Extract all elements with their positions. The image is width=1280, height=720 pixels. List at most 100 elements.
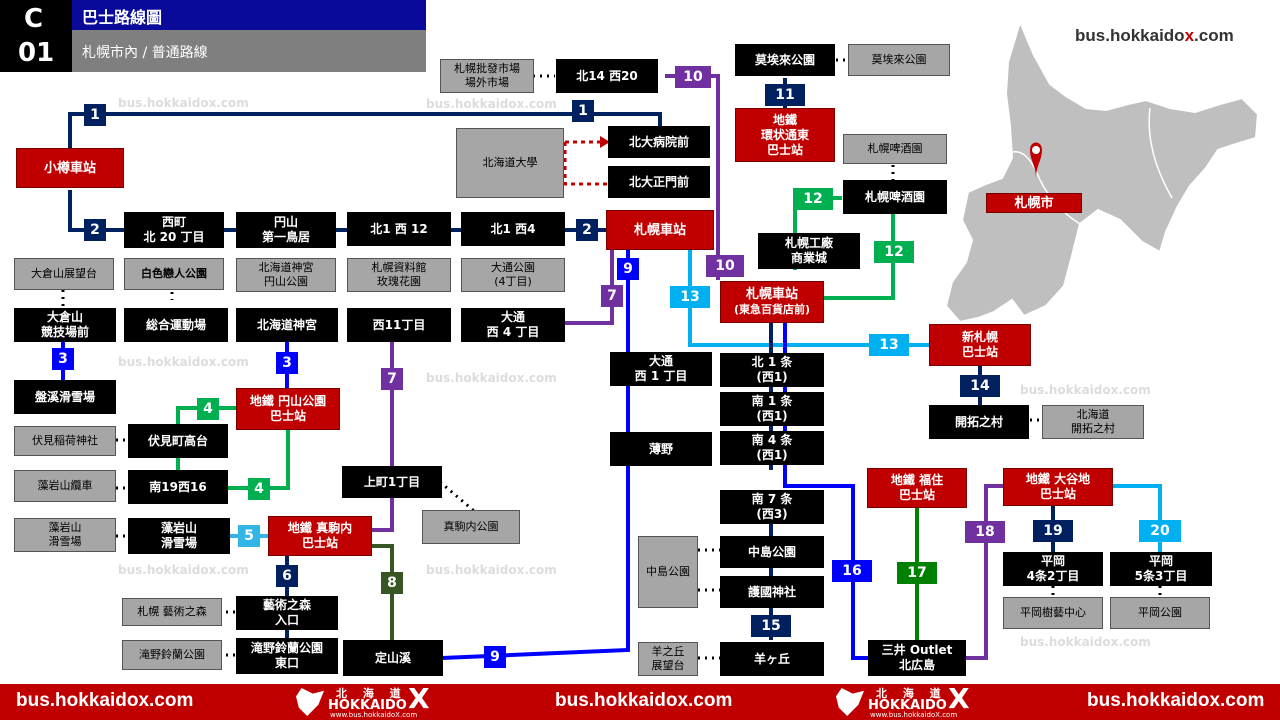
hokkaidox-logo[interactable]: 北 海 道 HOKKAIDO X www.bus.hokkaidoX.com	[836, 682, 1004, 720]
stop-art-forest-park[interactable]: 札幌 藝術之森	[122, 598, 222, 626]
route-badge-8[interactable]: 8	[381, 572, 403, 594]
route-badge-4[interactable]: 4	[248, 478, 270, 500]
stop-kita1-nishi4[interactable]: 北1 西4	[461, 212, 565, 246]
stop-moiwa-ropeway[interactable]: 藻岩山纜車	[14, 470, 116, 502]
stop-kita1-nishi12[interactable]: 北1 西 12	[347, 212, 451, 246]
stop-kamimachi[interactable]: 上町1丁目	[342, 466, 442, 498]
stop-sogo-undojo[interactable]: 総合運動場	[124, 308, 228, 342]
stop-fukuzumi[interactable]: 地鐵 福住 巴士站	[867, 468, 967, 508]
route-badge-2[interactable]: 2	[576, 219, 598, 241]
stop-hiraoka-jumoku[interactable]: 平岡樹藝中心	[1003, 597, 1103, 629]
stop-makomanai-subway[interactable]: 地鐵 真駒内 巴士站	[268, 516, 372, 556]
route-badge-15[interactable]: 15	[751, 615, 791, 637]
route-badge-14[interactable]: 14	[960, 375, 1000, 397]
stop-maruyama-daiichi[interactable]: 円山 第一鳥居	[236, 212, 336, 248]
stop-odori-koen[interactable]: 大通公園 (4丁目)	[461, 258, 565, 292]
stop-nishi11[interactable]: 西11丁目	[347, 308, 451, 342]
stop-hiraoka-park[interactable]: 平岡公園	[1110, 597, 1210, 629]
stop-odori-nishi4[interactable]: 大通 西 4 丁目	[461, 308, 565, 342]
stop-beer-museum[interactable]: 札幌啤酒園	[843, 134, 947, 164]
stop-kita1jo[interactable]: 北 1 条 (西1)	[720, 353, 824, 387]
route-badge-16[interactable]: 16	[832, 560, 872, 582]
stop-okurayama[interactable]: 大倉山 競技場前	[14, 308, 116, 342]
stop-takino-park[interactable]: 滝野鈴蘭公園	[122, 640, 222, 670]
stop-jozankei[interactable]: 定山溪	[343, 640, 443, 676]
stop-odori-nishi1[interactable]: 大通 西 1 丁目	[610, 352, 712, 386]
stop-fushimi-kodai[interactable]: 伏見町高台	[128, 424, 228, 458]
stop-minami1jo[interactable]: 南 1 条 (西1)	[720, 392, 824, 426]
route-badge-1[interactable]: 1	[572, 100, 594, 122]
route-badge-13[interactable]: 13	[869, 334, 909, 356]
footer-url[interactable]: bus.hokkaidox.com	[16, 690, 194, 711]
route-badge-1[interactable]: 1	[84, 104, 106, 126]
stop-nakajima-park[interactable]: 中島公園	[638, 536, 698, 608]
stop-okurayama-lookout[interactable]: 大倉山展望台	[14, 258, 114, 290]
stop-nishimachi[interactable]: 西町 北 20 丁目	[124, 212, 224, 248]
route-badge-10[interactable]: 10	[675, 66, 711, 88]
stop-shiroi-koibito[interactable]: 白色戀人公園	[124, 258, 224, 290]
stop-minami19[interactable]: 南19西16	[128, 470, 228, 504]
route-badge-7[interactable]: 7	[381, 368, 403, 390]
footer-url[interactable]: bus.hokkaidox.com	[1087, 690, 1265, 711]
route-badge-12[interactable]: 12	[793, 188, 833, 210]
route-badge-9[interactable]: 9	[484, 646, 506, 668]
stop-makomanai-park[interactable]: 真駒内公園	[422, 510, 520, 544]
stop-moerenuma[interactable]: 莫埃來公園	[735, 44, 835, 76]
stop-mitsui-outlet[interactable]: 三井 Outlet 北広島	[868, 640, 966, 676]
stop-takino[interactable]: 滝野鈴蘭公園 東口	[236, 638, 338, 674]
stop-art-forest[interactable]: 藝術之森 入口	[236, 596, 338, 630]
stop-beer-garden[interactable]: 札幌啤酒園	[843, 180, 947, 214]
route-badge-7[interactable]: 7	[601, 285, 623, 307]
stop-hokudai-univ[interactable]: 北海道大學	[456, 128, 564, 198]
stop-shin-sapporo[interactable]: 新札幌 巴士站	[929, 324, 1031, 366]
stop-sapporo-station[interactable]: 札幌車站	[606, 210, 714, 250]
stop-hitsujigaoka-lookout[interactable]: 羊之丘 展望台	[638, 642, 698, 676]
stop-factory[interactable]: 札幌工廠 商業城	[758, 233, 860, 269]
stop-fushimi-inari[interactable]: 伏見稲荷神社	[14, 426, 116, 456]
footer-url[interactable]: bus.hokkaidox.com	[555, 690, 733, 711]
route-badge-3[interactable]: 3	[52, 348, 74, 370]
stop-moiwa-ski[interactable]: 藻岩山 滑雪場	[128, 518, 230, 554]
hokkaidox-logo[interactable]: 北 海 道 HOKKAIDO X www.bus.hokkaidoX.com	[296, 682, 464, 720]
route-badge-4[interactable]: 4	[197, 398, 219, 420]
stop-hokudai-gate[interactable]: 北大正門前	[608, 166, 710, 198]
stop-kanjo-higashi[interactable]: 地鐵 環状通東 巴士站	[735, 108, 835, 162]
stop-kaitaku[interactable]: 開拓之村	[929, 405, 1029, 439]
route-badge-3[interactable]: 3	[276, 352, 298, 374]
stop-otaru-station[interactable]: 小樽車站	[16, 148, 124, 188]
stop-kaitaku-village[interactable]: 北海道 開拓之村	[1042, 405, 1144, 439]
route-badge-9[interactable]: 9	[617, 258, 639, 280]
route-badge-10[interactable]: 10	[706, 255, 744, 277]
stop-nakajima[interactable]: 中島公園	[720, 536, 824, 568]
stop-kita14[interactable]: 北14 西20	[556, 59, 658, 93]
route-badge-17[interactable]: 17	[897, 562, 937, 584]
stop-oyachi[interactable]: 地鐵 大谷地 巴士站	[1003, 468, 1113, 506]
stop-hiraoka4[interactable]: 平岡 4条2丁目	[1003, 552, 1103, 586]
stop-moiwa-ski-area[interactable]: 藻岩山 滑雪場	[14, 518, 116, 552]
route-badge-6[interactable]: 6	[276, 565, 298, 587]
stop-moerenuma-park[interactable]: 莫埃來公園	[848, 44, 950, 76]
stop-tokyu[interactable]: 札幌車站 (東急百貨店前)	[720, 281, 824, 323]
stop-maruyama-subway[interactable]: 地鐵 円山公園 巴士站	[236, 388, 340, 430]
route-badge-18[interactable]: 18	[965, 521, 1005, 543]
route-badge-5[interactable]: 5	[238, 525, 260, 547]
route-badge-20[interactable]: 20	[1139, 520, 1181, 542]
route-badge-2[interactable]: 2	[84, 219, 106, 241]
stop-shiryokan[interactable]: 札幌資料館 玫瑰花園	[347, 258, 451, 292]
route-badge-13[interactable]: 13	[670, 286, 710, 308]
stop-gokoku[interactable]: 護國神社	[720, 576, 824, 608]
stop-minami4jo[interactable]: 南 4 条 (西1)	[720, 431, 824, 465]
site-url[interactable]: bus.hokkaidox.com	[1075, 26, 1234, 45]
stop-hokkaido-jingu[interactable]: 北海道神宮	[236, 308, 338, 342]
stop-hiraoka5[interactable]: 平岡 5条3丁目	[1110, 552, 1212, 586]
route-badge-19[interactable]: 19	[1033, 520, 1073, 542]
route-badge-11[interactable]: 11	[765, 84, 805, 106]
route-badge-12[interactable]: 12	[874, 241, 914, 263]
stop-bankei[interactable]: 盤溪滑雪場	[14, 380, 116, 414]
stop-susukino[interactable]: 薄野	[610, 432, 712, 466]
stop-jingu-maruyama[interactable]: 北海道神宮 円山公園	[236, 258, 336, 292]
stop-hitsujigaoka[interactable]: 羊ヶ丘	[720, 642, 824, 676]
stop-market[interactable]: 札幌批發市場 場外市場	[440, 59, 534, 93]
stop-minami7jo[interactable]: 南 7 条 (西3)	[720, 490, 824, 524]
stop-hokudai-hospital[interactable]: 北大病院前	[608, 126, 710, 158]
